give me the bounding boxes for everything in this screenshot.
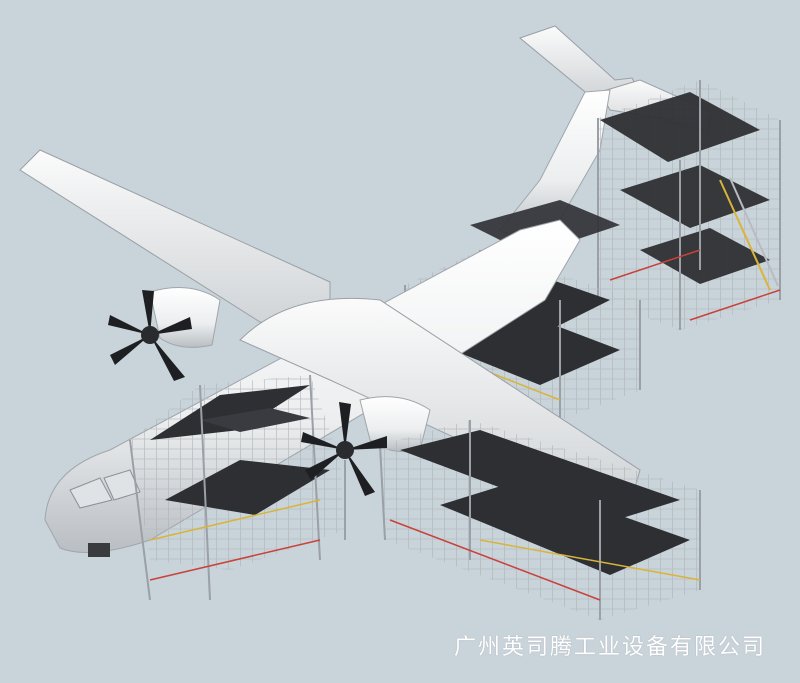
- propeller-right-icon: [301, 402, 387, 496]
- scaffold-front: [129, 374, 346, 601]
- propeller-left-icon: [108, 290, 192, 381]
- landing-gear-icon: [88, 543, 110, 557]
- company-watermark: 广州英司腾工业设备有限公司: [453, 635, 766, 660]
- scaffold-rear: [597, 80, 781, 330]
- scaffold-wing: [379, 420, 701, 620]
